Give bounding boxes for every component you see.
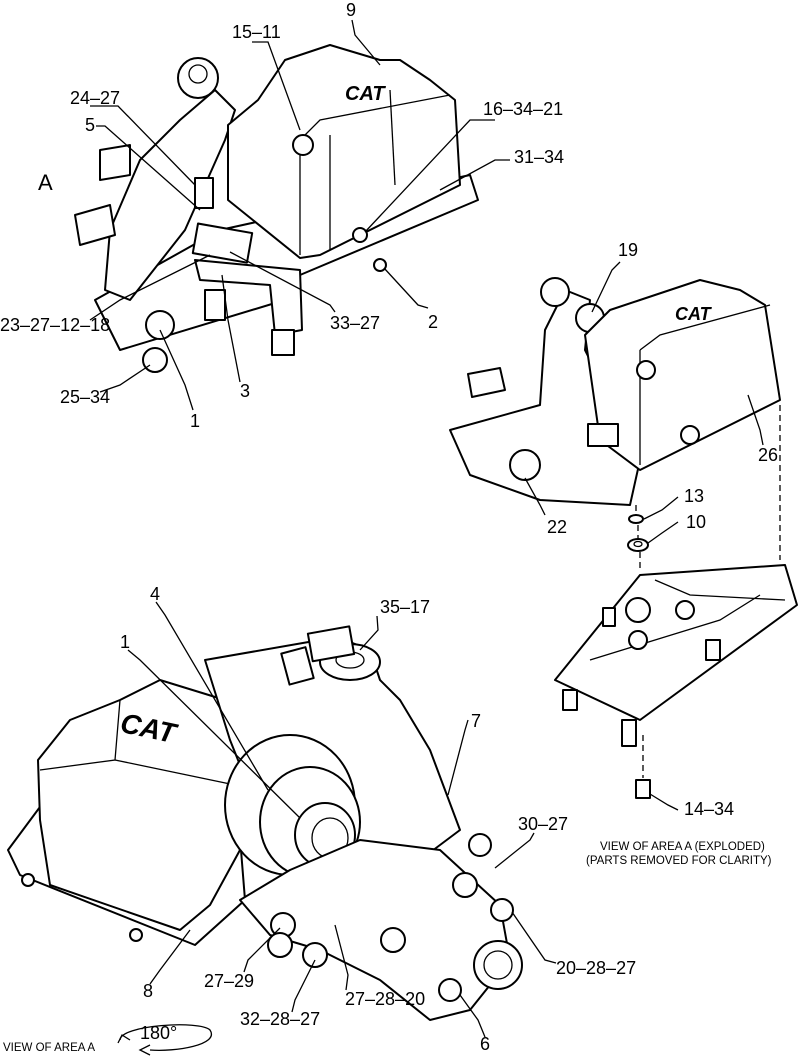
callout-33-27: 33–27: [330, 313, 380, 333]
caption-exploded-line1: VIEW OF AREA A (EXPLODED): [600, 841, 765, 853]
callout-4: 4: [150, 584, 160, 604]
logo-cat-top: CAT: [345, 83, 386, 105]
callout-7: 7: [471, 711, 481, 731]
callout-6: 6: [480, 1034, 490, 1054]
logo-cat-exploded: CAT: [675, 304, 713, 324]
callout-1-bottom: 1: [120, 632, 130, 652]
callout-8: 8: [143, 981, 153, 1001]
callout-15-11: 15–11: [232, 22, 281, 42]
callout-27-28-20: 27–28–20: [345, 989, 425, 1009]
callout-5-top: 5: [85, 115, 95, 135]
callout-23-27-12-18: 23–27–12–18: [0, 315, 110, 335]
callout-22: 22: [547, 517, 567, 537]
callout-3: 3: [240, 381, 250, 401]
view-marker-a: A: [38, 170, 53, 195]
callout-24-27: 24–27: [70, 88, 120, 108]
bottom-assembly: CAT: [7, 601, 557, 1056]
top-assembly: CAT: [74, 19, 510, 411]
exploded-assembly: CAT: [449, 261, 798, 811]
callout-1-top: 1: [190, 411, 200, 431]
callout-27-29: 27–29: [204, 971, 254, 991]
caption-exploded-line2: (PARTS REMOVED FOR CLARITY): [586, 855, 772, 867]
callout-2: 2: [428, 312, 438, 332]
callout-20-28-27: 20–28–27: [556, 958, 636, 978]
callout-19: 19: [618, 240, 638, 260]
callout-10: 10: [686, 512, 706, 532]
callout-26: 26: [758, 445, 778, 465]
callout-25-34: 25–34: [60, 387, 110, 407]
callout-9: 9: [346, 0, 356, 20]
callout-30-27: 30–27: [518, 814, 568, 834]
caption-bottom-view: VIEW OF AREA A: [3, 1042, 95, 1054]
callout-31-34: 31–34: [514, 147, 564, 167]
callout-32-28-27: 32–28–27: [240, 1009, 320, 1029]
callout-13: 13: [684, 486, 704, 506]
callout-14-34: 14–34: [684, 799, 734, 819]
callout-16-34-21: 16–34–21: [483, 99, 563, 119]
callout-35-17: 35–17: [380, 597, 430, 617]
rotation-label: 180°: [140, 1023, 177, 1043]
